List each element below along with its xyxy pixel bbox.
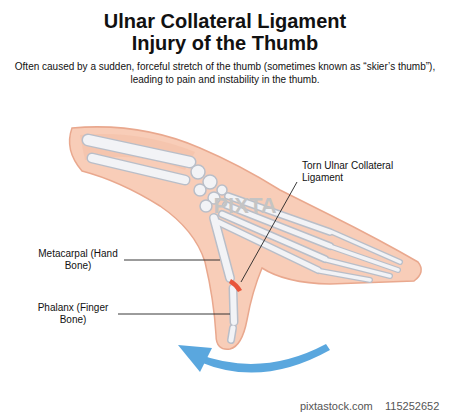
watermark: PIXTA [190,193,300,219]
motion-arrow [198,344,330,373]
watermark-id: 115252652 [385,400,447,413]
title: Ulnar Collateral Ligament Injury of the … [75,10,375,54]
part-label: Torn Ulnar Collateral Ligament [302,160,412,184]
watermark-site: pixtastock.com [300,400,390,413]
part-label: Metacarpal (Hand Bone) [34,248,122,272]
part-label: Phalanx (Finger Bone) [30,302,116,326]
torn-ligament [229,279,242,292]
motion-arrowhead [178,345,212,372]
caption: Often caused by a sudden, forceful stret… [8,60,442,86]
hand-skin [70,127,422,349]
